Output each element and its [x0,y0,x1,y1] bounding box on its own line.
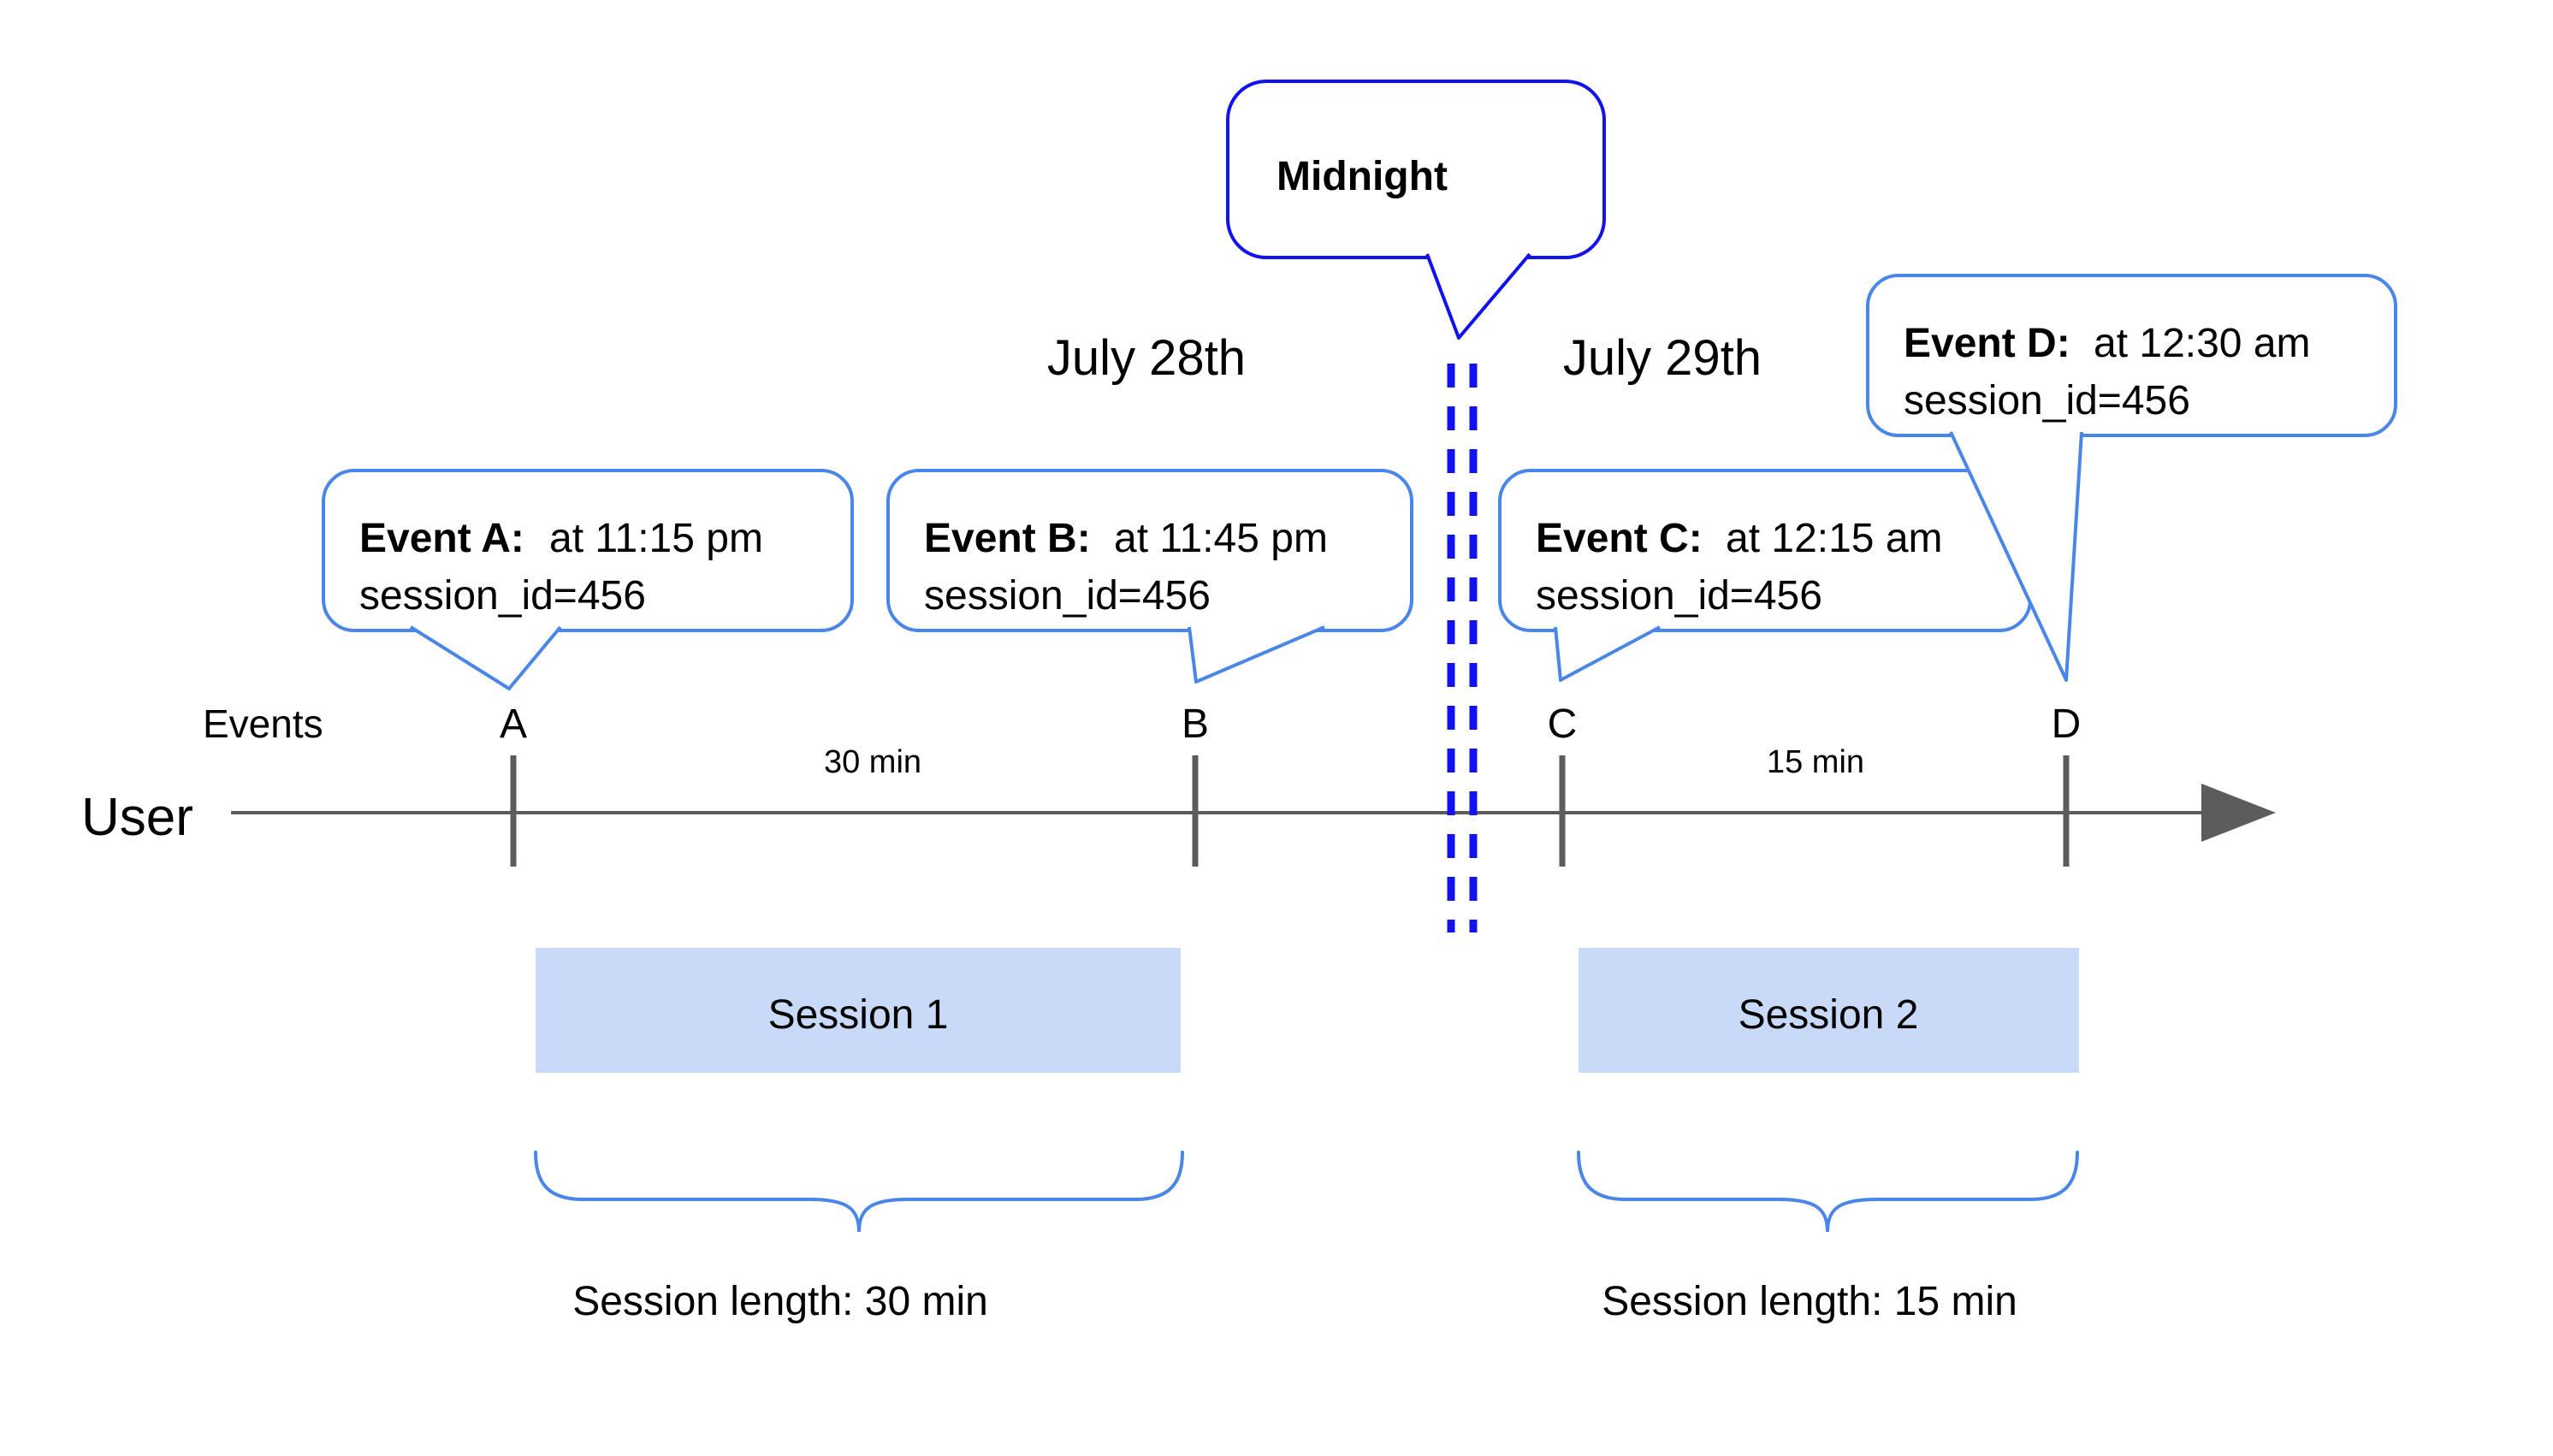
event-letter-b: B [1182,701,1209,747]
event-c-bubble-tail [1554,625,1661,682]
event-a-session-id: session_id=456 [359,573,646,619]
event-d-session-id: session_id=456 [1904,378,2190,423]
event-a-bubble-tail [409,625,562,690]
event-c-time: at 12:15 am [1726,516,1943,561]
event-d-callout: Event D: at 12:30 am session_id=456 [1866,274,2397,682]
user-label: User [81,788,193,847]
session-1-length-label: Session length: 30 min [572,1279,988,1324]
midnight-label: Midnight [1276,154,1448,199]
midnight-bubble [1226,80,1606,259]
session-2-label: Session 2 [1739,992,1919,1038]
event-letter-d: D [2052,701,2082,747]
event-a-callout: Event A: at 11:15 pm session_id=456 [322,469,854,690]
session-2-brace [1577,1151,2079,1233]
timeline-axis [231,755,2276,867]
event-b-session-id: session_id=456 [924,573,1211,619]
midnight-bubble-tail [1425,252,1531,340]
date-label-july-28: July 28th [1047,330,1246,386]
event-c-title: Event C: [1536,516,1703,561]
session-1-brace [534,1151,1184,1233]
event-c-session-id: session_id=456 [1536,573,1822,619]
event-c-callout: Event C: at 12:15 am session_id=456 [1498,469,2032,682]
event-a-time: at 11:15 pm [549,516,763,561]
event-b-time: at 11:45 pm [1114,516,1328,561]
event-a-bubble [322,469,854,632]
event-d-bubble-tail [1949,431,2083,682]
event-a-title: Event A: [359,516,524,561]
session-2-length-label: Session length: 15 min [1602,1279,2017,1324]
event-d-bubble [1866,274,2397,437]
event-d-title: Event D: [1904,321,2070,366]
event-letter-a: A [500,701,527,747]
session-2-block [1579,948,2079,1073]
midnight-boundary-line [1447,364,1478,932]
event-letter-c: C [1548,701,1578,747]
event-b-title: Event B: [924,516,1091,561]
session-1-label: Session 1 [768,992,949,1038]
event-d-time: at 12:30 am [2094,321,2311,366]
date-label-july-29: July 29th [1563,330,1762,386]
interval-label-ab: 30 min [824,744,921,780]
interval-label-cd: 15 min [1767,744,1864,780]
event-b-callout: Event B: at 11:45 pm session_id=456 [886,469,1413,684]
timeline-arrowhead-icon [2201,784,2276,842]
session-1-block [536,948,1181,1073]
event-b-bubble [886,469,1413,632]
events-row-label: Events [203,701,323,746]
event-b-bubble-tail [1188,625,1325,684]
midnight-callout: Midnight [1226,80,1606,340]
